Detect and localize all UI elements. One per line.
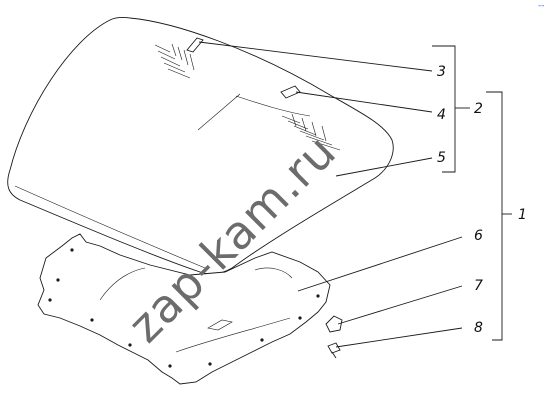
clip-part-7 [325,315,343,333]
hood-insulation-panel [37,233,331,385]
callout-3: 3 [437,64,446,80]
callout-7: 7 [474,278,483,294]
pin-part-8 [327,342,341,359]
bracket-group-2 [432,45,470,173]
corner-mark: -- [538,1,545,11]
callout-5: 5 [437,150,446,166]
emblem-part-3 [186,37,204,53]
leader-lines [198,41,463,348]
callout-6: 6 [474,228,483,244]
callout-1: 1 [518,207,527,223]
bracket-group-1 [486,91,512,341]
callout-4: 4 [437,107,446,123]
emblem-part-4 [280,85,301,99]
callout-8: 8 [474,320,483,336]
hood-vent-slots-left [154,43,195,79]
callout-2: 2 [474,101,483,117]
hood-vent-slots-right [281,113,341,151]
